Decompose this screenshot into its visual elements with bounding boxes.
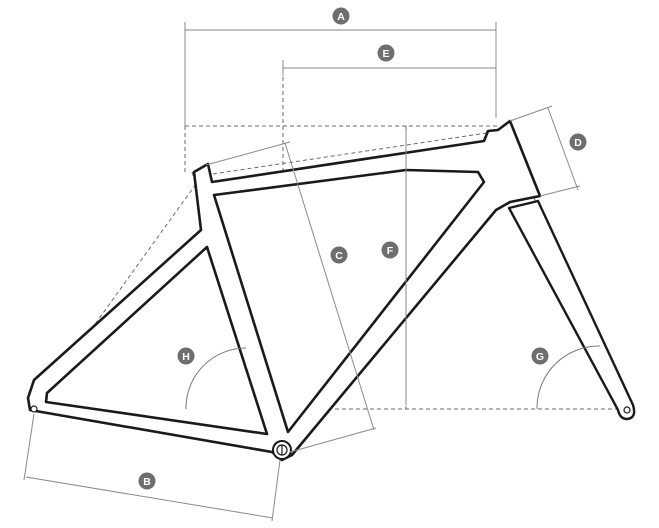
dim-d-top-tick xyxy=(509,105,553,122)
bike-frame xyxy=(26,119,542,462)
badge-c-label: C xyxy=(335,250,343,262)
badge-c-circle xyxy=(330,246,348,264)
badge-f-label: F xyxy=(387,245,394,257)
badge-a: A xyxy=(332,7,350,25)
dimension-lines xyxy=(23,22,601,522)
badge-a-label: A xyxy=(337,11,345,23)
front-triangle-opening xyxy=(212,168,486,434)
dim-d-bottom-tick xyxy=(539,185,581,197)
badge-e-label: E xyxy=(382,48,389,60)
fork xyxy=(507,199,636,421)
dim-c-line xyxy=(284,142,375,431)
badge-e-circle xyxy=(377,44,395,62)
badge-h-label: H xyxy=(182,351,190,363)
badge-g: G xyxy=(531,347,549,365)
badge-d-circle xyxy=(569,133,587,151)
dim-b-line xyxy=(25,476,274,519)
rear-dropout xyxy=(30,405,38,413)
head-angle-arc xyxy=(536,345,601,410)
front-dropout xyxy=(623,406,631,414)
dim-c-top-tick xyxy=(205,141,291,166)
badge-a-circle xyxy=(332,7,350,25)
badge-f: F xyxy=(381,241,399,259)
badge-e: E xyxy=(377,44,395,62)
badge-g-label: G xyxy=(536,351,544,363)
dim-b-left-tick xyxy=(23,413,35,481)
badge-b-label: B xyxy=(143,476,151,488)
dim-d-line xyxy=(547,107,579,191)
dim-c-bottom-tick xyxy=(289,427,377,453)
toptube-axis xyxy=(205,130,501,176)
badge-d: D xyxy=(569,133,587,151)
badge-h-circle xyxy=(177,347,195,365)
badge-b-circle xyxy=(138,472,156,490)
badge-g-circle xyxy=(531,347,549,365)
badge-b: B xyxy=(138,472,156,490)
badge-h: H xyxy=(177,347,195,365)
dim-b-right-tick xyxy=(271,459,281,522)
seatstay-axis xyxy=(33,176,202,410)
badge-f-circle xyxy=(381,241,399,259)
fork-outline xyxy=(507,199,636,421)
rear-triangle-opening xyxy=(44,245,269,436)
badge-d-label: D xyxy=(574,137,582,149)
badge-c: C xyxy=(330,246,348,264)
seat-angle-arc xyxy=(185,347,247,410)
